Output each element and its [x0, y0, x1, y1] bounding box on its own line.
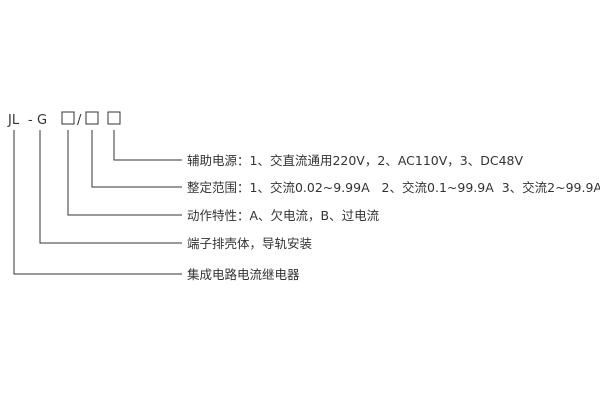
leader-line-action [67, 130, 182, 216]
leader-line-power [113, 130, 182, 161]
leader-line-product [13, 130, 182, 275]
desc-product-name: 集成电路电流继电器 [187, 267, 300, 282]
code-letter: G [37, 113, 47, 128]
code-box-action [61, 111, 75, 125]
leader-line-range [91, 130, 182, 188]
code-slash: / [77, 113, 82, 128]
code-dash: - [28, 113, 33, 128]
code-prefix: JL [7, 113, 20, 128]
leader-line-housing [39, 130, 182, 244]
desc-action-characteristic: 动作特性：A、欠电流，B、过电流 [187, 208, 380, 223]
desc-auxiliary-power: 辅助电源：1、交直流通用220V，2、AC110V，3、DC48V [187, 153, 523, 168]
desc-housing-mounting: 端子排壳体，导轨安装 [187, 236, 312, 251]
desc-setting-range: 整定范围：1、交流0.02~9.99A 2、交流0.1~99.9A 3、交流2~… [187, 180, 600, 195]
code-box-range [85, 111, 99, 125]
code-box-power [107, 111, 121, 125]
